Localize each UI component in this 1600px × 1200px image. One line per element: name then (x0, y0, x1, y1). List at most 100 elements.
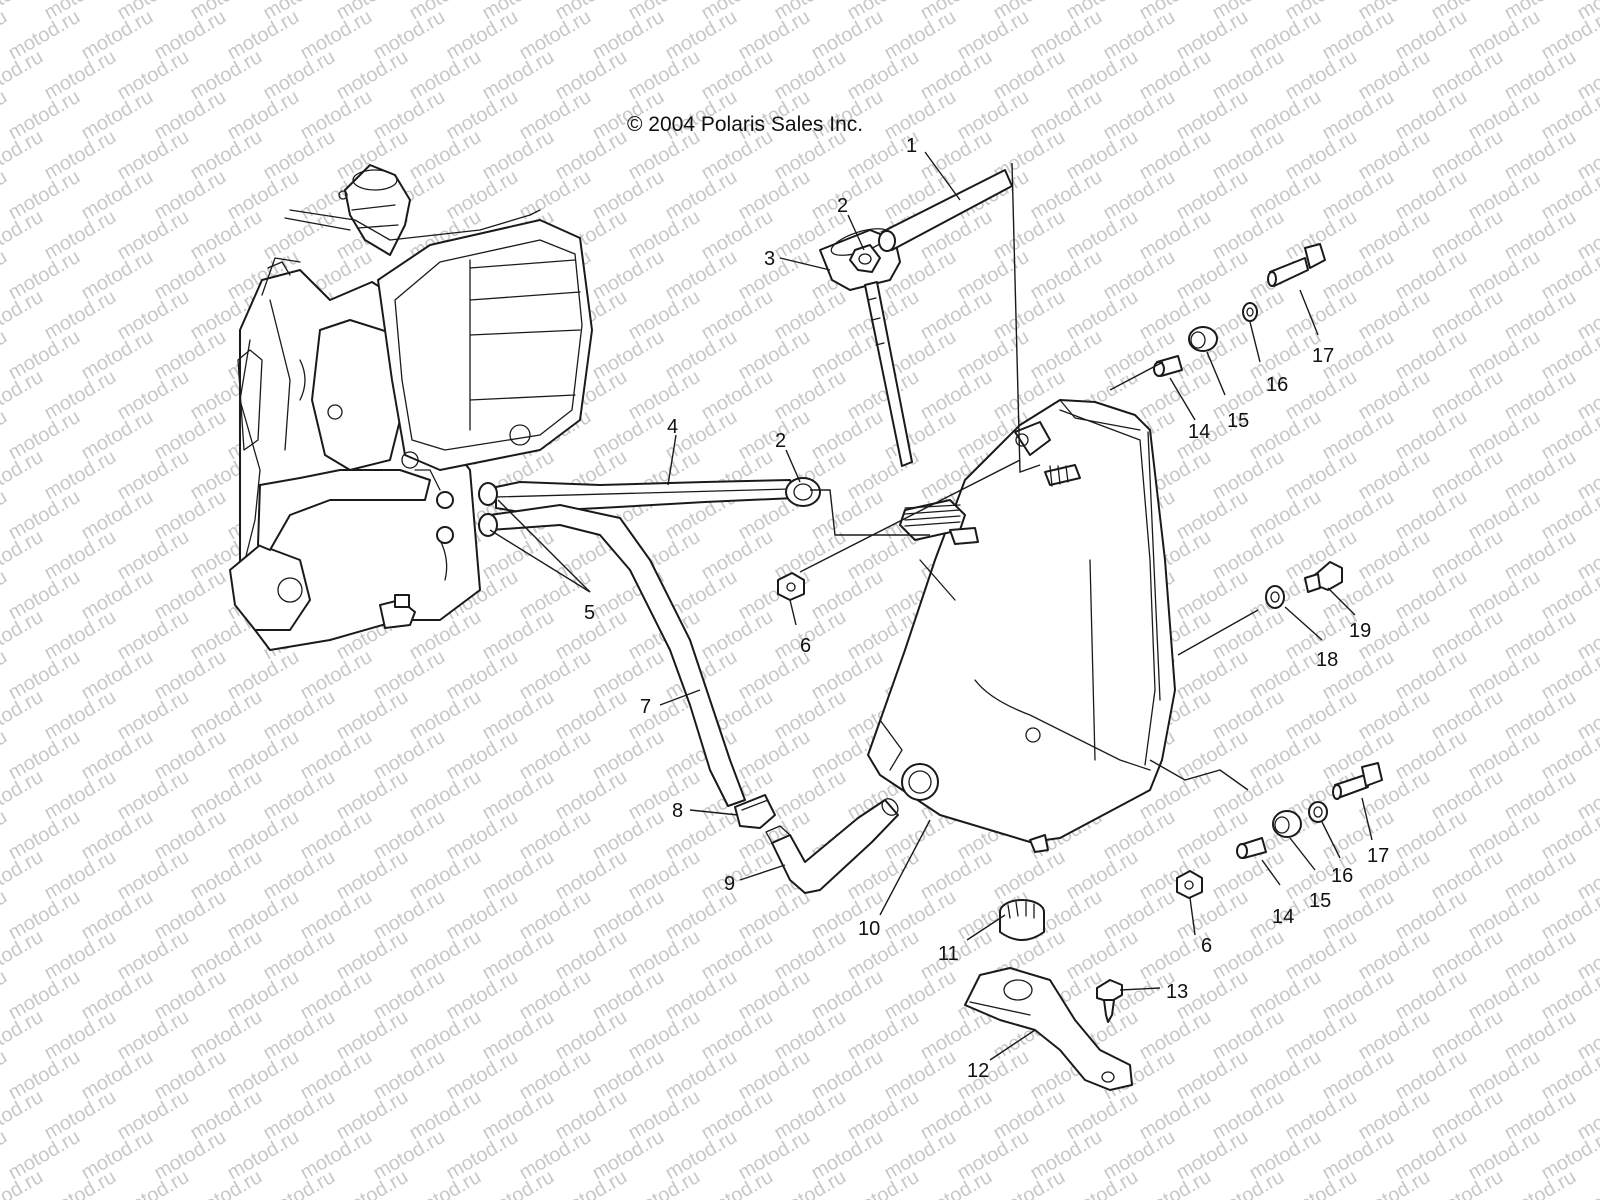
watermark-text: motod.ru (1465, 646, 1544, 705)
watermark-text: motod.ru (1392, 326, 1471, 385)
watermark-text: motod.ru (333, 46, 412, 105)
watermark-text: motod.ru (5, 646, 84, 705)
watermark-text: motod.ru (735, 886, 814, 945)
watermark-text: motod.ru (589, 886, 668, 945)
watermark-text: motod.ru (1319, 6, 1398, 65)
engine-assembly (229, 164, 593, 651)
callout-9: 9 (724, 873, 735, 895)
watermark-text: motod.ru (1501, 526, 1580, 585)
watermark-text: motod.ru (990, 46, 1069, 105)
watermark-text: motod.ru (552, 846, 631, 905)
watermark-text: motod.ru (0, 206, 47, 265)
watermark-text: motod.ru (1136, 1006, 1215, 1065)
watermark-text: motod.ru (698, 926, 777, 985)
watermark-text: motod.ru (589, 806, 668, 865)
watermark-text: motod.ru (187, 1006, 266, 1065)
watermark-text: motod.ru (114, 126, 193, 185)
watermark-text: motod.ru (114, 1086, 193, 1145)
callout-3: 3 (764, 248, 775, 270)
watermark-text: motod.ru (0, 926, 47, 985)
callout-11: 11 (938, 943, 959, 965)
watermark-text: motod.ru (954, 86, 1033, 145)
watermark-text: motod.ru (1501, 606, 1580, 665)
watermark-text: motod.ru (735, 1126, 814, 1185)
watermark-text: motod.ru (0, 606, 47, 665)
callout-16-lower: 16 (1331, 865, 1353, 887)
watermark-text: motod.ru (114, 286, 193, 345)
watermark-text: motod.ru (1209, 606, 1288, 665)
watermark-text: motod.ru (370, 1046, 449, 1105)
washer-part-16-upper (1242, 302, 1258, 322)
watermark-text: motod.ru (297, 886, 376, 945)
watermark-text: motod.ru (735, 6, 814, 65)
watermark-text: motod.ru (589, 966, 668, 1025)
callout-12: 12 (967, 1060, 989, 1082)
watermark-text: motod.ru (1282, 686, 1361, 745)
watermark-text: motod.ru (1319, 966, 1398, 1025)
watermark-text: motod.ru (5, 6, 84, 65)
watermark-text: motod.ru (114, 1006, 193, 1065)
watermark-text: motod.ru (260, 926, 339, 985)
watermark-text: motod.ru (1246, 486, 1325, 545)
watermark-text: motod.ru (1100, 806, 1179, 865)
watermark-text: motod.ru (78, 486, 157, 545)
watermark-text: motod.ru (1428, 526, 1507, 585)
watermark-text: motod.ru (479, 606, 558, 665)
watermark-text: motod.ru (41, 46, 120, 105)
hose-part-7 (489, 504, 746, 807)
watermark-text: motod.ru (224, 1046, 303, 1105)
callout-2-lower: 2 (775, 430, 786, 452)
watermark-text: motod.ru (589, 166, 668, 225)
watermark-text: motod.ru (406, 46, 485, 105)
watermark-text: motod.ru (406, 126, 485, 185)
callout-4: 4 (667, 416, 678, 438)
watermark-text: motod.ru (370, 886, 449, 945)
watermark-text: motod.ru (1428, 366, 1507, 425)
callout-18: 18 (1316, 649, 1338, 671)
watermark-text: motod.ru (1209, 926, 1288, 985)
watermark-text: motod.ru (5, 1126, 84, 1185)
watermark-text: motod.ru (808, 6, 887, 65)
clamps-part-5 (478, 482, 498, 537)
watermark-text: motod.ru (5, 86, 84, 145)
watermark-text: motod.ru (151, 6, 230, 65)
watermark-text: motod.ru (1428, 206, 1507, 265)
watermark-text: motod.ru (1501, 366, 1580, 425)
watermark-text: motod.ru (0, 846, 47, 905)
watermark-text: motod.ru (771, 1006, 850, 1065)
watermark-text: motod.ru (78, 566, 157, 625)
watermark-text: motod.ru (1100, 246, 1179, 305)
watermark-text: motod.ru (1428, 846, 1507, 905)
watermark-text: motod.ru (844, 46, 923, 105)
watermark-text: motod.ru (625, 1006, 704, 1065)
watermark-text: motod.ru (771, 686, 850, 745)
watermark-text: motod.ru (114, 446, 193, 505)
watermark-text: motod.ru (881, 1046, 960, 1105)
watermark-text: motod.ru (1428, 46, 1507, 105)
watermark-text: motod.ru (844, 1006, 923, 1065)
watermark-text: motod.ru (516, 1046, 595, 1105)
spacer-part-14-lower (1236, 837, 1267, 859)
watermark-text: motod.ru (1209, 126, 1288, 185)
watermark-text: motod.ru (0, 406, 11, 465)
watermark-text: motod.ru (443, 86, 522, 145)
watermark-text: motod.ru (1063, 126, 1142, 185)
watermark-text: motod.ru (1465, 326, 1544, 385)
watermark-text: motod.ru (260, 1086, 339, 1145)
washer-part-16-lower (1308, 801, 1328, 823)
watermark-text: motod.ru (808, 1046, 887, 1105)
watermark-text: motod.ru (1246, 166, 1325, 225)
watermark-text: motod.ru (297, 806, 376, 865)
watermark-text: motod.ru (698, 846, 777, 905)
copyright-text: © 2004 Polaris Sales Inc. (627, 113, 863, 136)
watermark-text: motod.ru (516, 966, 595, 1025)
watermark-text: motod.ru (1501, 686, 1580, 745)
watermark-text: motod.ru (297, 726, 376, 785)
watermark-text: motod.ru (151, 406, 230, 465)
nut-part-6-lower (1176, 870, 1203, 899)
watermark-text: motod.ru (0, 766, 47, 825)
watermark-text: motod.ru (151, 246, 230, 305)
watermark-text: motod.ru (1465, 726, 1544, 785)
watermark-text: motod.ru (1027, 1126, 1106, 1185)
watermark-text: motod.ru (0, 1086, 47, 1145)
